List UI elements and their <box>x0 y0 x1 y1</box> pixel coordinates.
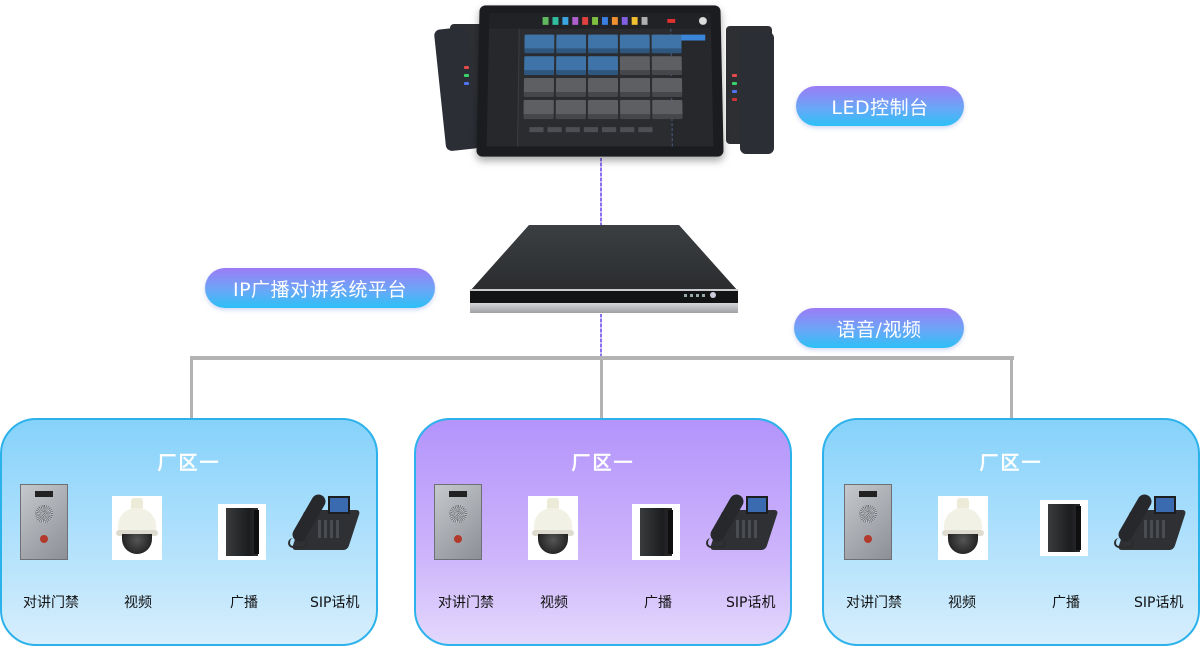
led-indicator <box>464 82 469 85</box>
console-screen <box>476 5 723 156</box>
device-label: 对讲门禁 <box>438 592 494 612</box>
console-sidebar <box>487 29 520 147</box>
door-intercom-icon <box>434 484 482 560</box>
console-toolbar <box>489 13 711 29</box>
device-label: 对讲门禁 <box>23 592 79 612</box>
device-label: 视频 <box>948 592 976 612</box>
device-label: 视频 <box>540 592 568 612</box>
server-bus-link <box>600 314 602 358</box>
device-label: SIP话机 <box>726 592 775 612</box>
drop-line-center <box>600 358 603 418</box>
led-indicator <box>732 90 737 93</box>
led-console-device <box>470 4 728 164</box>
led-indicator <box>732 74 737 77</box>
door-intercom-icon <box>844 484 892 560</box>
device-label: 视频 <box>124 592 152 612</box>
sip-phone-icon <box>288 490 364 554</box>
speaker-icon <box>632 504 680 560</box>
voice-video-label: 语音/视频 <box>794 308 964 348</box>
drop-line-right <box>1010 358 1013 418</box>
speaker-icon <box>218 504 266 560</box>
zone-card: 厂区一 对讲门禁 视频 广播 SIP话机 <box>822 418 1200 646</box>
device-label: 对讲门禁 <box>846 592 902 612</box>
device-label: SIP话机 <box>1134 592 1183 612</box>
device-label: 广播 <box>644 592 672 612</box>
broadcast-server-device <box>470 225 738 315</box>
sip-phone-icon <box>706 490 782 554</box>
device-label: SIP话机 <box>310 592 359 612</box>
sip-phone-icon <box>1114 490 1190 554</box>
led-indicator <box>732 98 737 101</box>
device-label: 广播 <box>1052 592 1080 612</box>
device-label: 广播 <box>230 592 258 612</box>
dome-camera-icon <box>528 496 578 560</box>
zone-card: 厂区一 对讲门禁 视频 广播 SIP话机 <box>0 418 378 646</box>
zone-title: 厂区一 <box>2 448 376 475</box>
platform-label: IP广播对讲系统平台 <box>205 268 435 308</box>
led-indicator <box>732 82 737 85</box>
door-intercom-icon <box>20 484 68 560</box>
led-indicator <box>464 74 469 77</box>
drop-line-left <box>190 358 193 418</box>
led-console-label: LED控制台 <box>796 86 964 126</box>
zone-title: 厂区一 <box>416 448 790 475</box>
zone-title: 厂区一 <box>824 448 1198 475</box>
console-server-link <box>600 158 602 228</box>
speaker-icon <box>1040 500 1088 556</box>
led-indicator <box>464 66 469 69</box>
zone-card: 厂区一 对讲门禁 视频 广播 SIP话机 <box>414 418 792 646</box>
right-handset-icon <box>740 32 774 154</box>
dome-camera-icon <box>112 496 162 560</box>
dome-camera-icon <box>938 496 988 560</box>
